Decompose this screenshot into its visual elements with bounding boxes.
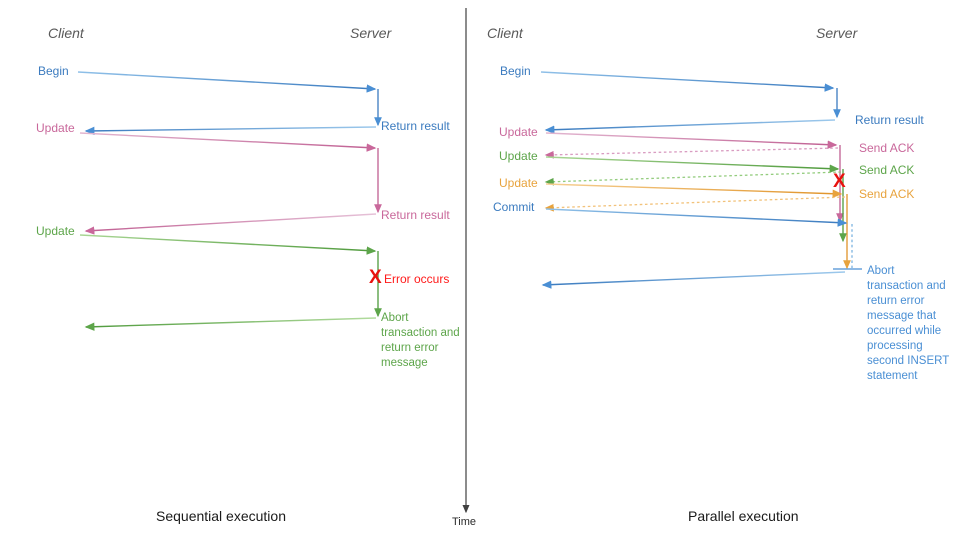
arrow-return-result-right (544, 119, 836, 134)
time-axis-label: Time (452, 516, 477, 528)
right-reply-return-result: Return result (855, 113, 924, 127)
right-msg-begin: Begin (500, 64, 531, 78)
right-msg-update-3: Update (499, 176, 538, 190)
right-reply-ack-3: Send ACK (859, 187, 915, 201)
left-error-label: Error occurs (384, 272, 450, 286)
arrow-ack-orange-right (544, 196, 846, 212)
arrow-ack-pink-right (544, 147, 839, 159)
right-abort-note: Abort transaction and return error messa… (867, 265, 950, 382)
arrow-update-pink-right (545, 132, 838, 149)
arrow-return-result-1-left (84, 126, 377, 136)
right-client-title: Client (487, 25, 523, 41)
arrow-ack-green-right (544, 171, 842, 186)
right-error-x-icon: X (833, 171, 846, 192)
left-panel-caption: Sequential execution (156, 508, 286, 524)
right-panel-caption: Parallel execution (688, 508, 799, 524)
arrow-update-pink-left (79, 132, 377, 152)
arrow-begin-right (540, 71, 835, 92)
left-error-x-icon: X (369, 267, 382, 288)
left-reply-return-result-2: Return result (381, 208, 450, 222)
arrow-update-orange-right (545, 183, 843, 198)
right-server-title: Server (816, 25, 858, 41)
right-reply-ack-1: Send ACK (859, 141, 915, 155)
right-reply-ack-2: Send ACK (859, 163, 915, 177)
arrow-commit-right (545, 208, 848, 227)
left-client-title: Client (48, 25, 84, 41)
left-msg-update-2: Update (36, 224, 75, 238)
left-server-title: Server (350, 25, 392, 41)
left-abort-note: Abort transaction and return error messa… (381, 312, 460, 369)
arrow-abort-right (541, 271, 846, 289)
right-msg-commit: Commit (493, 200, 535, 214)
left-msg-update-1: Update (36, 121, 75, 135)
left-reply-return-result-1: Return result (381, 119, 450, 133)
arrow-update-green-left (79, 234, 377, 255)
right-msg-update-1: Update (499, 125, 538, 139)
arrow-begin-left (77, 71, 377, 93)
right-panel-arrows (540, 71, 862, 289)
right-msg-update-2: Update (499, 149, 538, 163)
left-panel-arrows (77, 71, 382, 331)
arrow-return-result-2-left (84, 213, 377, 235)
left-msg-begin: Begin (38, 64, 69, 78)
arrow-update-green-right (545, 156, 840, 173)
arrow-abort-left (84, 317, 377, 331)
